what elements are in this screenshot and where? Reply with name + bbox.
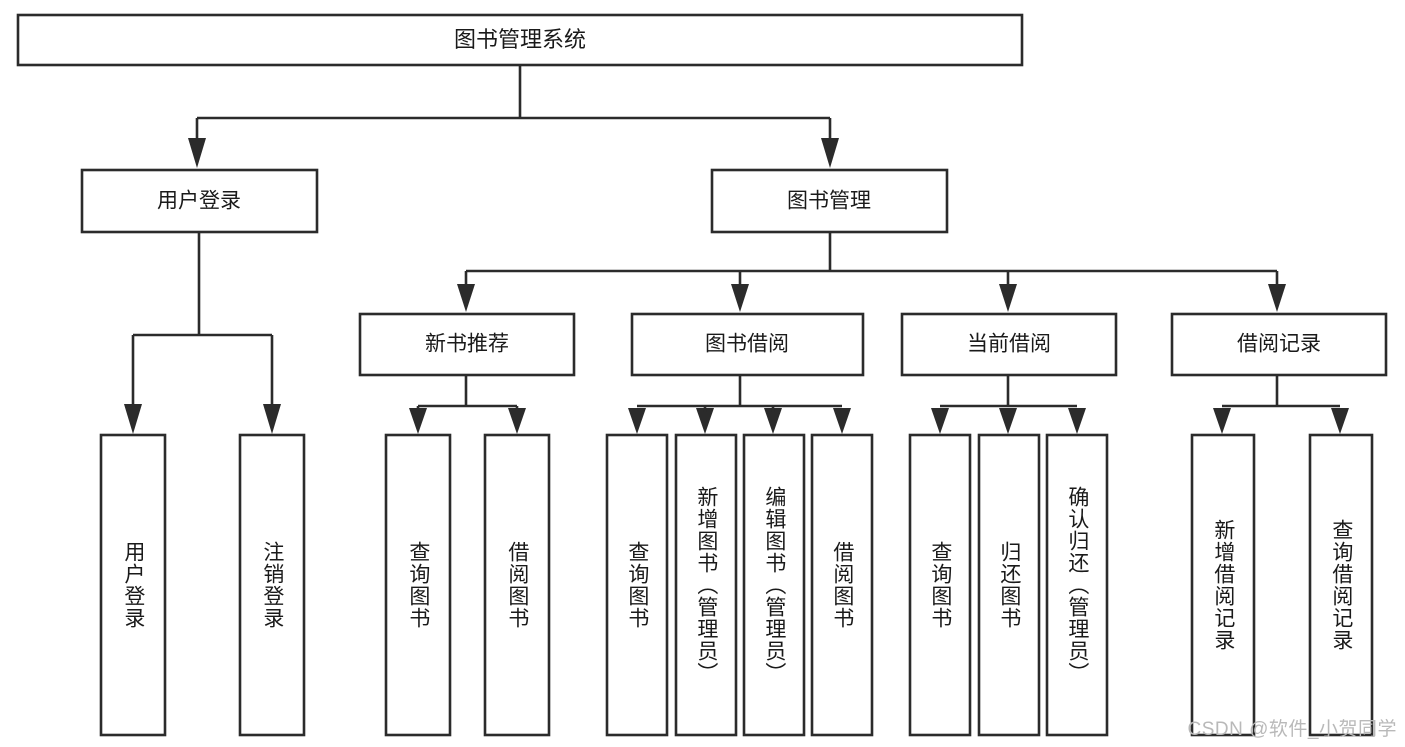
leaf-box-query-book-3[interactable]: [908, 433, 972, 737]
arrow-to-leaf-edit-book: [764, 408, 782, 434]
node-user-login-label: 用户登录: [157, 190, 241, 213]
node-book-manage[interactable]: 图书管理: [710, 168, 949, 234]
leaf-box-borrow-book-2[interactable]: [810, 433, 874, 737]
arrow-to-book-borrow: [731, 284, 749, 312]
arrow-to-new-book-recommend: [457, 284, 475, 312]
node-book-manage-box[interactable]: [710, 168, 949, 234]
leaf-box-add-record[interactable]: [1190, 433, 1256, 737]
node-root-box[interactable]: [16, 13, 1024, 67]
node-borrow-record[interactable]: 借阅记录: [1170, 312, 1388, 377]
connector-book-borrow-to-leaves: [628, 375, 851, 434]
leaf-box-user-login[interactable]: [99, 433, 167, 737]
arrow-to-leaf-user-login: [124, 404, 142, 434]
node-current-borrow[interactable]: 当前借阅: [900, 312, 1118, 377]
connector-new-book-recommend-to-leaves: [409, 375, 526, 434]
leaf-box-logout-login[interactable]: [238, 433, 306, 737]
connector-root-to-level2: [188, 65, 839, 168]
arrow-to-leaf-add-record: [1213, 408, 1231, 434]
node-new-book-recommend-label: 新书推荐: [425, 333, 509, 356]
leaf-box-edit-book[interactable]: [742, 433, 806, 737]
leaf-box-confirm-return[interactable]: [1045, 433, 1109, 737]
watermark-text: CSDN @软件_小贺同学: [1187, 719, 1397, 740]
connector-borrow-record-to-leaves: [1213, 375, 1349, 434]
arrow-to-current-borrow: [999, 284, 1017, 312]
arrow-to-leaf-query-record: [1331, 408, 1349, 434]
leaf-box-return-book[interactable]: [977, 433, 1041, 737]
node-new-book-recommend-box[interactable]: [358, 312, 576, 377]
arrow-to-leaf-confirm-return: [1068, 408, 1086, 434]
arrow-to-leaf-borrow-book-2: [833, 408, 851, 434]
connector-book-manage-to-level3: [457, 232, 1286, 312]
node-book-borrow-label: 图书借阅: [705, 333, 789, 356]
node-current-borrow-box[interactable]: [900, 312, 1118, 377]
arrow-to-leaf-add-book: [696, 408, 714, 434]
arrow-to-leaf-logout-login: [263, 404, 281, 434]
node-root[interactable]: 图书管理系统: [16, 13, 1024, 67]
node-root-label: 图书管理系统: [454, 27, 586, 52]
node-new-book-recommend[interactable]: 新书推荐: [358, 312, 576, 377]
arrow-to-leaf-query-book-3: [931, 408, 949, 434]
node-borrow-record-box[interactable]: [1170, 312, 1388, 377]
node-current-borrow-label: 当前借阅: [967, 333, 1051, 356]
leaf-box-borrow-book-1[interactable]: [483, 433, 551, 737]
arrow-to-leaf-query-book-2: [628, 408, 646, 434]
arrow-to-leaf-borrow-book-1: [508, 408, 526, 434]
arrow-root-to-user-login: [188, 138, 206, 168]
arrow-to-leaf-query-book-1: [409, 408, 427, 434]
node-book-borrow[interactable]: 图书借阅: [630, 312, 865, 377]
node-user-login[interactable]: 用户登录: [80, 168, 319, 234]
arrow-root-to-book-manage: [821, 138, 839, 168]
node-borrow-record-label: 借阅记录: [1237, 333, 1321, 356]
connector-user-login-to-leaves: [124, 232, 281, 434]
arrow-to-borrow-record: [1268, 284, 1286, 312]
leaf-box-query-book-1[interactable]: [384, 433, 452, 737]
node-book-manage-label: 图书管理: [787, 190, 871, 213]
connector-current-borrow-to-leaves: [931, 375, 1086, 434]
leaf-box-query-record[interactable]: [1308, 433, 1374, 737]
node-user-login-box[interactable]: [80, 168, 319, 234]
node-book-borrow-box[interactable]: [630, 312, 865, 377]
leaf-box-query-book-2[interactable]: [605, 433, 669, 737]
leaf-box-add-book[interactable]: [674, 433, 738, 737]
arrow-to-leaf-return-book: [999, 408, 1017, 434]
